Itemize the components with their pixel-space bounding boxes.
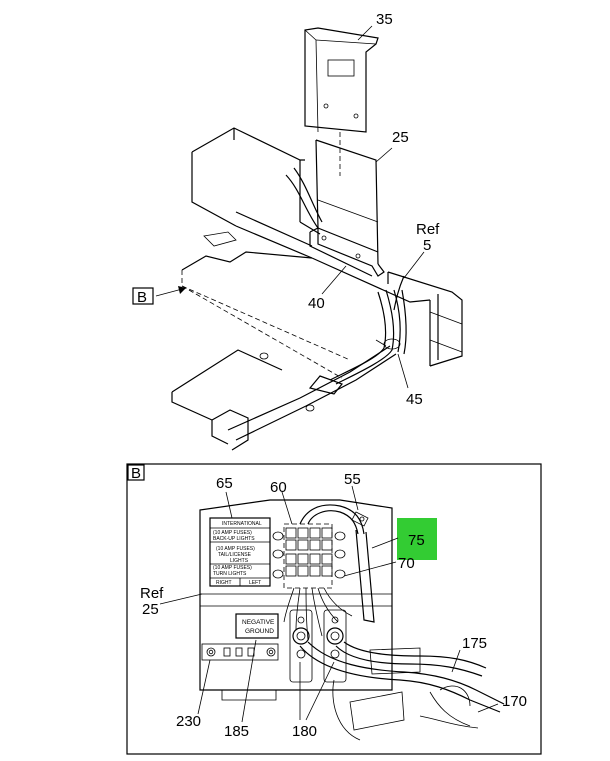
terminal-studs [289, 609, 347, 683]
harness-55 [299, 504, 375, 623]
detail-leader-lines [159, 485, 499, 723]
callout-230: 230 [176, 713, 201, 730]
callout-75: 75 [408, 532, 425, 549]
callout-ref-5: 5 [423, 237, 431, 254]
fuse-label-right: RIGHT [216, 580, 232, 586]
callout-45: 45 [406, 391, 423, 408]
detail-b-frame [126, 463, 542, 755]
fuse-label-3b: TURN LIGHTS [213, 571, 247, 577]
fuse-label-1b: BACK-UP LIGHTS [213, 536, 255, 542]
ground-label-line1: NEGATIVE [242, 619, 275, 626]
part-45-wire-clamp [308, 275, 407, 395]
fuse-label-1a: (10 AMP FUSES) [213, 530, 252, 536]
callout-25: 25 [392, 129, 409, 146]
top-exploded-view: 35 25 Ref 5 40 45 B [132, 11, 463, 451]
part-25-bracket [309, 139, 385, 277]
callout-ref-25: 25 [142, 601, 159, 618]
fuse-label-2b: TAIL/LICENSE [218, 552, 252, 558]
part-35-cover [304, 27, 379, 176]
negative-ground-label: NEGATIVE GROUND [235, 613, 279, 639]
callout-70: 70 [398, 555, 415, 572]
callout-55: 55 [344, 471, 361, 488]
callout-185: 185 [224, 723, 249, 740]
fuse-label-2a: (10 AMP FUSES) [216, 546, 255, 552]
wire-bundle [283, 587, 353, 641]
fuse-label-left: LEFT [249, 580, 261, 586]
detail-b-view: B INTERNATIONAL (10 AMP FUSES) BACK-UP L… [126, 463, 542, 755]
detail-b-tag: B [131, 465, 141, 482]
callout-40: 40 [308, 295, 325, 312]
terminal-strip [201, 643, 279, 661]
callout-65: 65 [216, 475, 233, 492]
fuse-label-header: INTERNATIONAL [222, 521, 262, 527]
fuse-label-plate: INTERNATIONAL (10 AMP FUSES) BACK-UP LIG… [209, 517, 271, 587]
fuse-label-3a: (10 AMP FUSES) [213, 565, 252, 571]
callout-75-highlight [397, 518, 437, 560]
fuse-label-2c: LIGHTS [230, 558, 249, 564]
callout-180: 180 [292, 723, 317, 740]
view-b-marker-box [132, 287, 154, 305]
callout-170: 170 [502, 693, 527, 710]
detail-b-tag-box [127, 464, 145, 481]
callout-35: 35 [376, 11, 393, 28]
callout-60: 60 [270, 479, 287, 496]
callout-175: 175 [462, 635, 487, 652]
callout-ref-word: Ref [416, 221, 440, 238]
chassis-frame [171, 127, 463, 451]
top-leader-lines [155, 25, 425, 389]
outgoing-harness [299, 641, 505, 741]
callout-ref-word-b: Ref [140, 585, 164, 602]
view-b-marker: B [137, 289, 147, 306]
ground-label-line2: GROUND [245, 628, 274, 635]
